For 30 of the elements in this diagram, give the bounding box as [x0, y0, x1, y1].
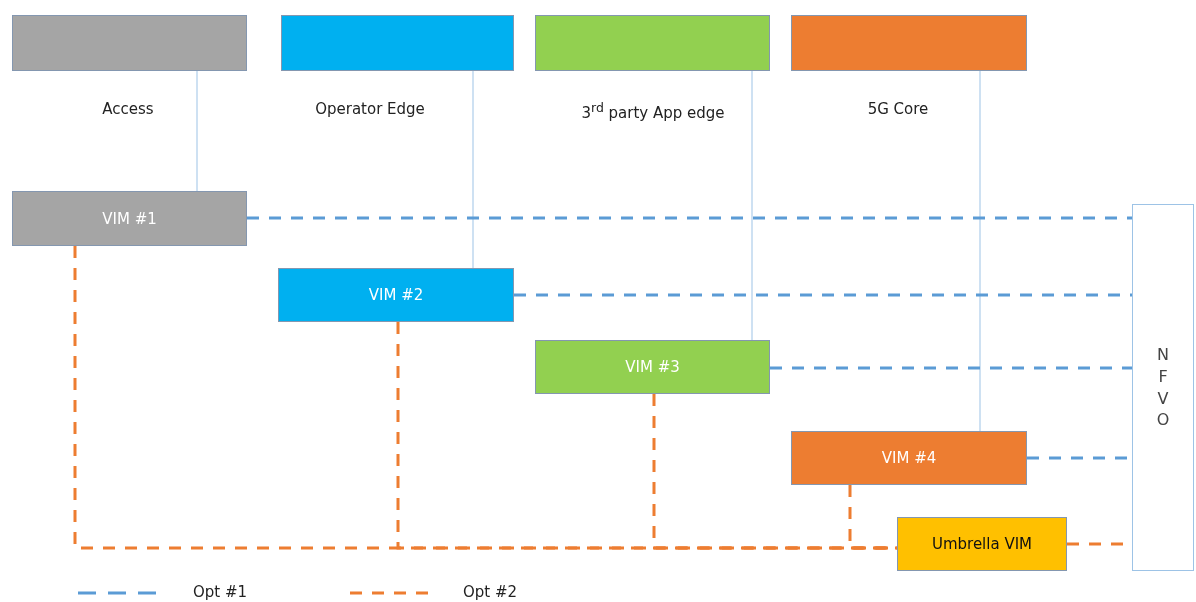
connector-line: [472, 70, 474, 269]
dashed-connector: [770, 366, 1132, 370]
vim-box: [12, 191, 247, 246]
connector-line: [196, 70, 198, 192]
dashed-connector: [247, 216, 1132, 220]
vim-box: [535, 340, 770, 394]
connector-line: [979, 70, 981, 432]
box-label: VIM #4: [881, 449, 937, 467]
dashed-connector: [514, 293, 1132, 297]
section-label: 3$^{rd}$ party App edge: [581, 100, 725, 122]
dashed-connector: [73, 246, 897, 550]
section-label: 5G Core: [867, 100, 929, 118]
umbrella-vim-box: [897, 517, 1067, 571]
box-label: VIM #1: [102, 209, 157, 228]
section-label: Operator Edge: [315, 100, 425, 118]
section-label: Access: [102, 100, 154, 118]
section-box: [281, 15, 514, 71]
connector-line: [751, 70, 753, 341]
vim-box: [278, 268, 514, 322]
nfvo-box: [1132, 204, 1194, 571]
vertical-label: NFVO: [1155, 344, 1171, 431]
box-label: Umbrella VIM: [931, 535, 1033, 553]
section-box: [791, 15, 1027, 71]
section-box: [535, 15, 770, 71]
legend-label: Opt #1: [193, 583, 248, 601]
section-box: [12, 15, 247, 71]
vim-box: [791, 431, 1027, 485]
legend-label: Opt #2: [463, 583, 518, 601]
box-label: VIM #2: [368, 286, 424, 304]
box-label: VIM #3: [625, 358, 680, 376]
